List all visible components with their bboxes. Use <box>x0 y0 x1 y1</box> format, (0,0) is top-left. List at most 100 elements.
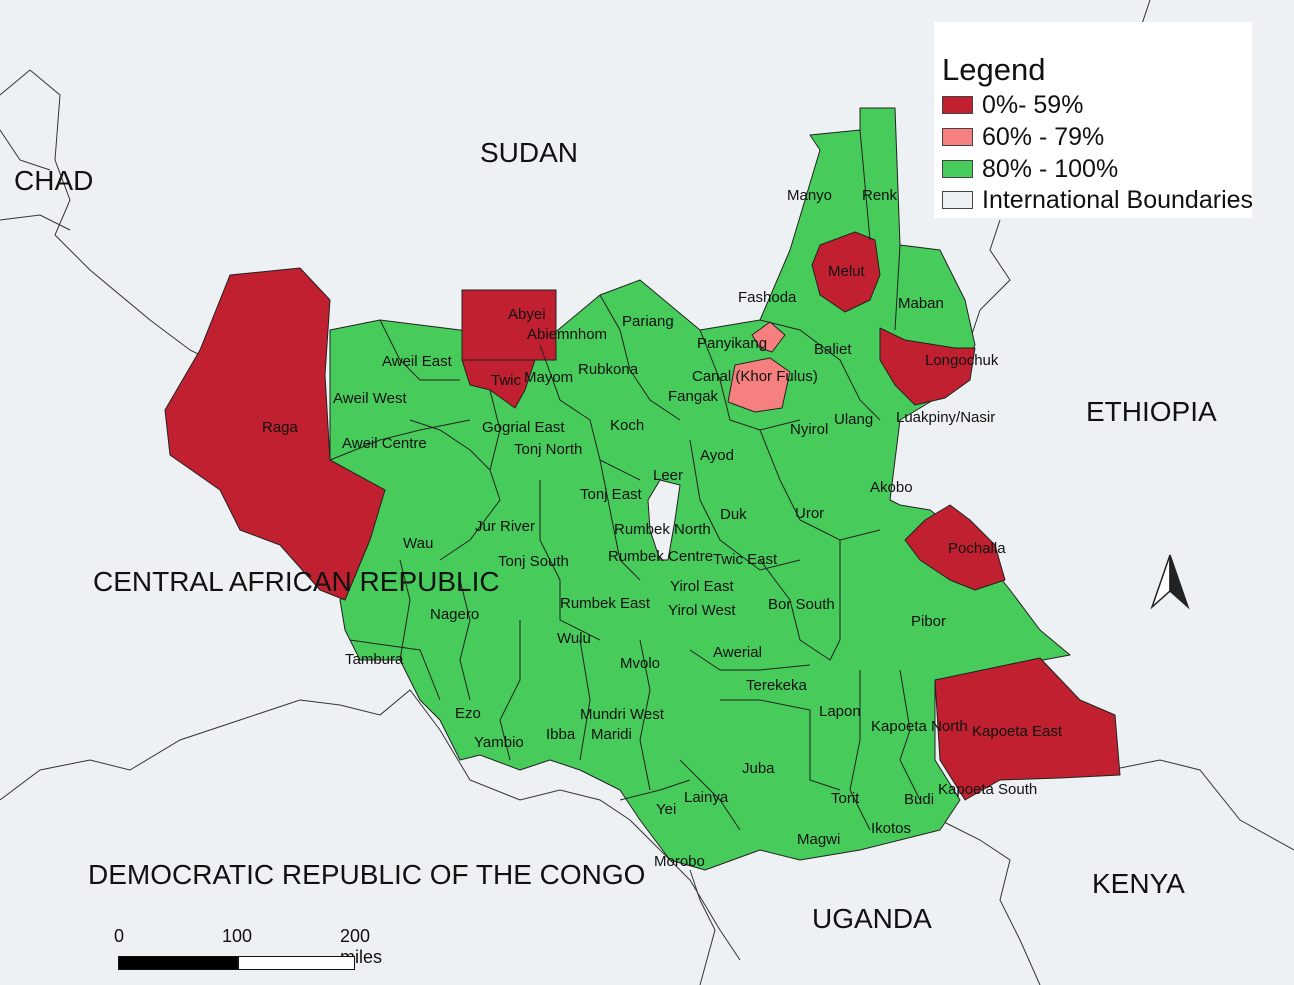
legend-swatch-intl <box>942 191 973 209</box>
county-label-rumbek-north: Rumbek North <box>614 521 711 538</box>
county-pochalla <box>904 504 1006 591</box>
county-label-tonj-east: Tonj East <box>580 486 643 503</box>
scale-segment-black <box>118 956 238 970</box>
county-label-ayod: Ayod <box>700 447 734 464</box>
county-label-awerial: Awerial <box>713 644 762 661</box>
legend-item-intl: International Boundaries <box>942 185 1253 215</box>
label-car: CENTRAL AFRICAN REPUBLIC <box>93 566 500 597</box>
county-label-aweil-centre: Aweil Centre <box>342 435 427 452</box>
county-label-jur-river: Jur River <box>475 518 535 535</box>
county-label-ulang: Ulang <box>834 411 873 428</box>
county-label-mvolo: Mvolo <box>620 655 660 672</box>
legend-box: Legend 0%- 59% 60% - 79% 80% - 100% Inte… <box>934 22 1253 218</box>
county-label-mundri-west: Mundri West <box>580 706 665 723</box>
county-label-yambio: Yambio <box>474 734 524 751</box>
county-label-rumbek-centre: Rumbek Centre <box>608 548 713 565</box>
county-label-kapoeta-south: Kapoeta South <box>938 781 1037 798</box>
county-label-abiemnhom: Abiemnhom <box>527 326 607 343</box>
legend-item-high: 80% - 100% <box>942 154 1118 184</box>
county-label-kapoeta-east: Kapoeta East <box>972 723 1063 740</box>
county-label-longochuk: Longochuk <box>925 352 999 369</box>
county-melut <box>811 231 881 313</box>
south-sudan-base <box>329 107 1071 871</box>
county-abyei <box>461 289 557 361</box>
legend-label: 60% - 79% <box>982 122 1105 151</box>
county-twic <box>461 359 536 409</box>
label-ethiopia: ETHIOPIA <box>1086 396 1217 427</box>
county-label-fashoda: Fashoda <box>738 289 797 306</box>
county-label-nyirol: Nyirol <box>790 421 828 438</box>
label-uganda: UGANDA <box>812 903 932 934</box>
county-label-yirol-west: Yirol West <box>668 602 736 619</box>
county-label-fangak: Fangak <box>668 388 719 405</box>
county-label-akobo: Akobo <box>870 479 913 496</box>
county-label-lainya: Lainya <box>684 789 729 806</box>
scale-segment-white <box>238 956 355 970</box>
county-label-tambura: Tambura <box>345 651 404 668</box>
county-label-aweil-east: Aweil East <box>382 353 453 370</box>
county-label-nagero: Nagero <box>430 606 479 623</box>
county-label-lapon: Lapon <box>819 703 861 720</box>
county-label-magwi: Magwi <box>797 831 840 848</box>
county-longochuk <box>879 327 976 406</box>
scale-tick-100: 100 <box>222 926 253 946</box>
county-label-ezo: Ezo <box>455 705 481 722</box>
county-label-ibba: Ibba <box>546 726 576 743</box>
county-label-budi: Budi <box>904 791 934 808</box>
county-label-juba: Juba <box>742 760 775 777</box>
county-label-twic-east: Twic East <box>713 551 778 568</box>
county-label-rumbek-east: Rumbek East <box>560 595 651 612</box>
county-label-luakpiny-nasir: Luakpiny/Nasir <box>896 409 995 426</box>
county-label-mayom: Mayom <box>524 369 573 386</box>
county-label-ikotos: Ikotos <box>871 820 911 837</box>
county-kapoeta-east <box>934 657 1121 801</box>
country-labels: SUDAN CHAD ETHIOPIA CENTRAL AFRICAN REPU… <box>14 137 1217 934</box>
county-label-wau: Wau <box>403 535 433 552</box>
county-label-pariang: Pariang <box>622 313 674 330</box>
county-panyikang <box>751 321 786 353</box>
county-label-koch: Koch <box>610 417 644 434</box>
legend-swatch-mid <box>942 128 973 146</box>
legend-item-mid: 60% - 79% <box>942 122 1104 152</box>
legend-label: 80% - 100% <box>982 154 1119 183</box>
county-label-gogrial-east: Gogrial East <box>482 419 565 436</box>
county-label-duk: Duk <box>720 506 747 523</box>
scale-bar: 0 100 200 miles <box>110 922 382 972</box>
county-label-renk: Renk <box>862 187 898 204</box>
county-label-pochalla: Pochalla <box>948 540 1006 557</box>
county-label-manyo: Manyo <box>787 187 832 204</box>
county-borders <box>329 129 921 831</box>
county-label-torit: Torit <box>831 790 860 807</box>
north-arrow-icon <box>1150 554 1190 610</box>
county-label-maban: Maban <box>898 295 944 312</box>
county-label-yirol-east: Yirol East <box>670 578 734 595</box>
legend-label: 0%- 59% <box>982 90 1084 119</box>
county-label-canal-khor-fulus: Canal (Khor Fulus) <box>692 368 818 385</box>
county-label-aweil-west: Aweil West <box>333 390 407 407</box>
county-label-wulu: Wulu <box>557 630 591 647</box>
county-label-panyikang: Panyikang <box>697 335 767 352</box>
county-raga <box>164 267 386 601</box>
county-label-tonj-north: Tonj North <box>514 441 582 458</box>
label-drc: DEMOCRATIC REPUBLIC OF THE CONGO <box>88 859 645 890</box>
county-label-kapoeta-north: Kapoeta North <box>871 718 968 735</box>
county-label-maridi: Maridi <box>591 726 632 743</box>
county-label-yei: Yei <box>656 801 676 818</box>
county-label-abyei: Abyei <box>508 306 546 323</box>
legend-swatch-low <box>942 96 973 114</box>
scale-tick-0: 0 <box>114 926 125 946</box>
county-canal <box>727 357 791 413</box>
county-label-terekeka: Terekeka <box>746 677 808 694</box>
county-label-twic: Twic <box>491 372 522 389</box>
label-chad: CHAD <box>14 165 93 196</box>
county-label-baliet: Baliet <box>814 341 852 358</box>
county-label-leer: Leer <box>653 467 683 484</box>
county-label-pibor: Pibor <box>911 613 946 630</box>
county-label-morobo: Morobo <box>654 853 705 870</box>
county-label-tonj-south: Tonj South <box>498 553 569 570</box>
county-label-melut: Melut <box>828 263 866 280</box>
legend-label: International Boundaries <box>982 185 1254 214</box>
county-label-bor-south: Bor South <box>768 596 835 613</box>
